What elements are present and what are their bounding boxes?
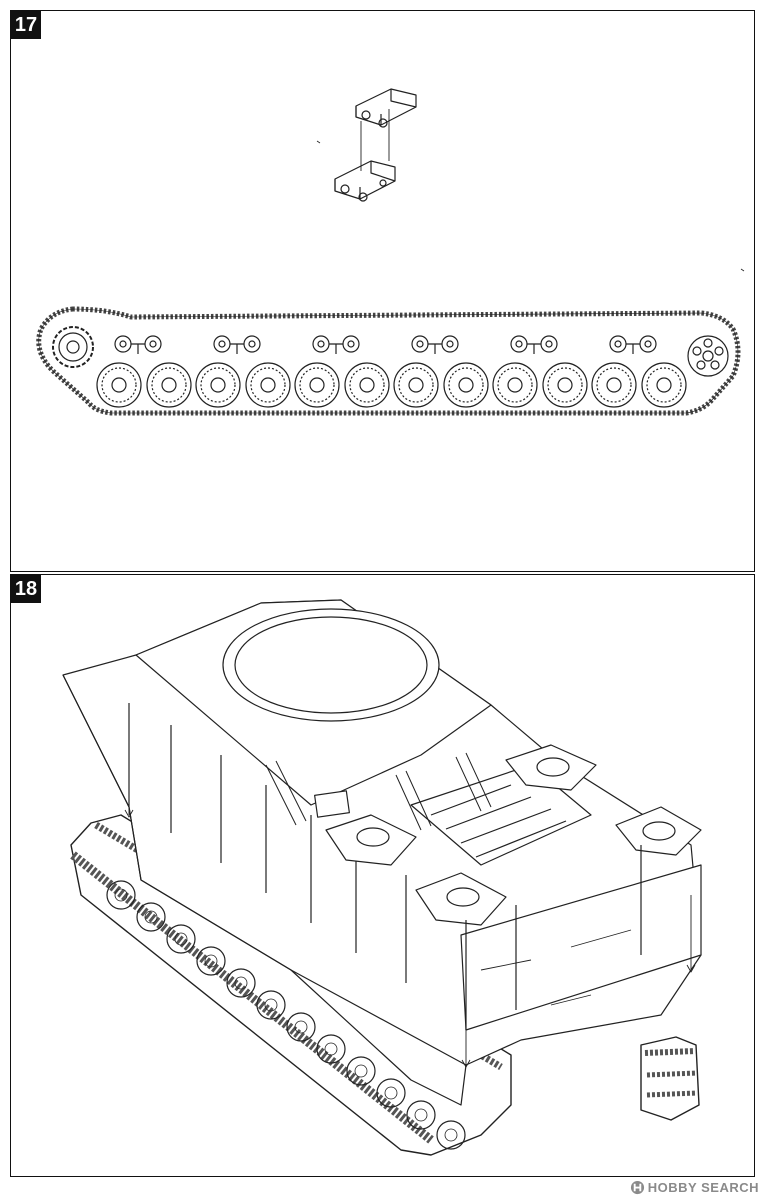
track-link-upper: [355, 88, 417, 128]
hobbysearch-logo-icon: [630, 1180, 644, 1194]
step-17-panel: 17: [10, 10, 755, 572]
fuel-tanks: [325, 744, 702, 926]
step-18-panel: 18: [10, 574, 755, 1177]
track-link-lower: [334, 160, 396, 202]
watermark-text: HOBBY SEARCH: [647, 1179, 759, 1195]
assembly-arrows: [124, 785, 696, 1068]
drive-sprocket: [52, 326, 94, 368]
right-track-stub: [640, 1036, 700, 1121]
step-number-label: 17: [11, 11, 41, 39]
track-run: [36, 306, 741, 416]
step-18-illustration: [62, 599, 702, 1156]
hull-body: [62, 599, 702, 1106]
road-wheels: [96, 362, 687, 408]
step-17-illustration: [36, 88, 745, 416]
idler-wheel: [687, 335, 729, 377]
return-rollers: [114, 335, 657, 354]
step-number-label: 18: [11, 575, 41, 603]
watermark: HOBBY SEARCH: [630, 1178, 759, 1196]
